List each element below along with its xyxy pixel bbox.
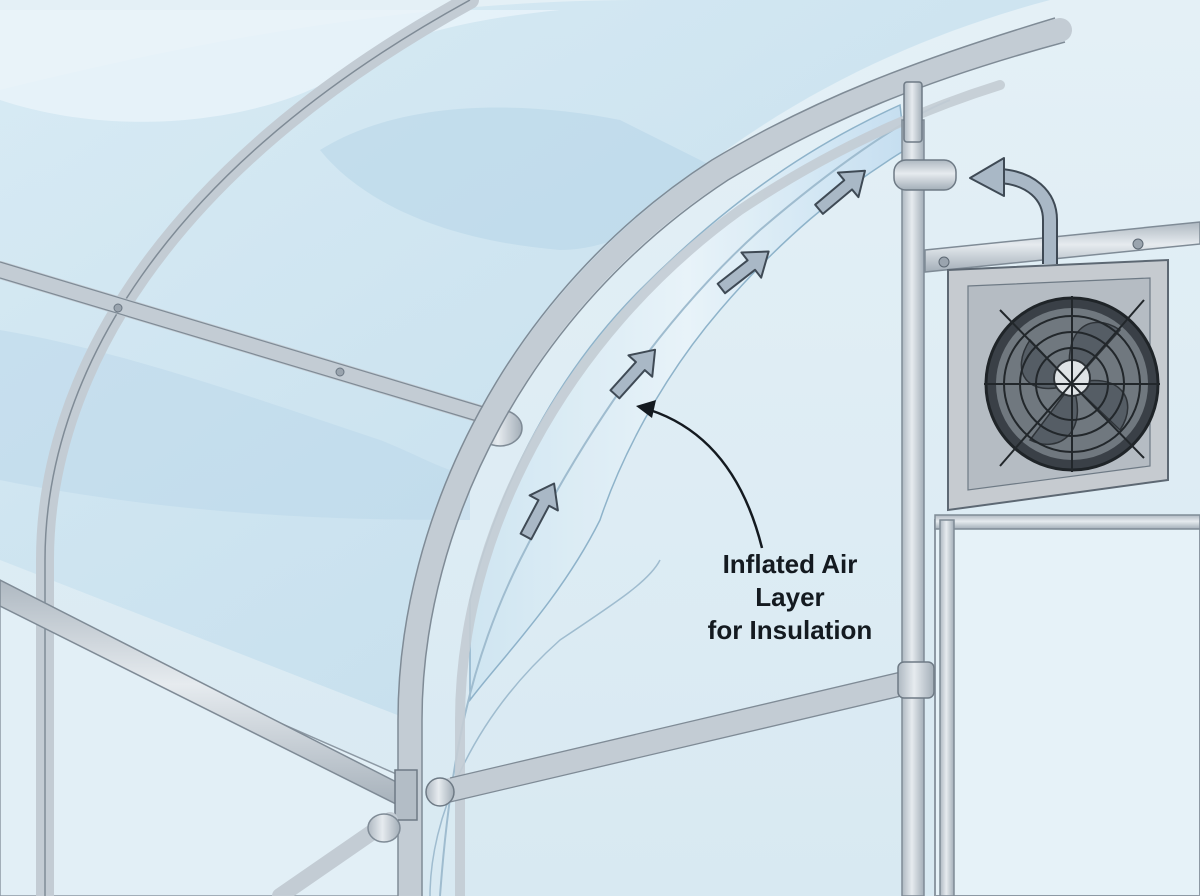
fan-icon bbox=[938, 238, 1169, 512]
air-inlet-collar bbox=[893, 159, 957, 191]
arch-hoop-secondary bbox=[455, 80, 1005, 896]
base-rail-end bbox=[394, 769, 418, 821]
airflow-arrow-icon bbox=[519, 482, 559, 541]
fan-mount-rail bbox=[924, 221, 1200, 273]
arch-hoop-far-edge bbox=[44, 0, 471, 896]
airflow-arrow-icon bbox=[814, 169, 866, 215]
end-post bbox=[901, 119, 925, 896]
airflow-arrow-icon bbox=[969, 157, 1058, 264]
cross-bar-clamp bbox=[425, 777, 455, 807]
cross-bar bbox=[438, 668, 930, 802]
purlin-bolt bbox=[113, 303, 123, 313]
roof-purlin-edge bbox=[0, 261, 501, 429]
arch-hoop-main-edge bbox=[421, 41, 1066, 896]
brace-clamp bbox=[367, 813, 401, 843]
label-line: Inflated Air bbox=[722, 549, 858, 579]
purlin-bolt bbox=[335, 367, 345, 377]
roof-purlin bbox=[0, 261, 509, 429]
label-line: for Insulation bbox=[707, 615, 873, 645]
cross-bar-edge bbox=[449, 667, 919, 803]
film-highlight bbox=[320, 107, 720, 250]
post-bracket bbox=[903, 81, 923, 143]
end-wall-panel bbox=[934, 519, 1200, 896]
arch-hoop-main-edge bbox=[397, 17, 1056, 896]
airflow-arrow-icon bbox=[609, 348, 657, 400]
outer-film-fold bbox=[429, 559, 661, 896]
film-highlight bbox=[0, 330, 470, 520]
airflow-arrow-icon bbox=[716, 250, 770, 295]
label-line: Layer bbox=[755, 582, 825, 612]
arch-hoop-main bbox=[398, 18, 1072, 896]
end-wall-frame bbox=[934, 514, 1200, 530]
film-highlight bbox=[0, 10, 560, 122]
cross-bar-bracket bbox=[897, 661, 935, 699]
end-wall-frame-left bbox=[939, 519, 955, 896]
air-layer-label: Inflated Air Layer for Insulation bbox=[690, 548, 890, 647]
pointer-arrow-icon bbox=[636, 400, 764, 549]
